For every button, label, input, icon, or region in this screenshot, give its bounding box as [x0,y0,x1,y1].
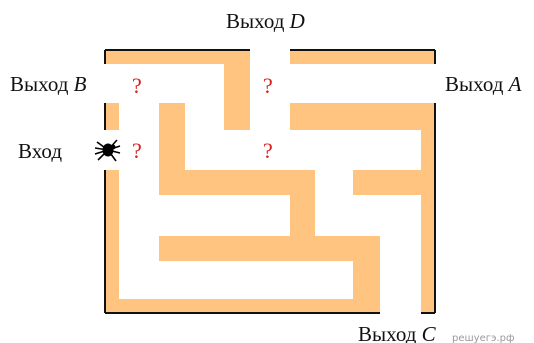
exit-c-label: Выход C [358,322,437,343]
corridor-middle [159,170,315,195]
opening-b [100,64,124,103]
corridor-bottom [105,299,435,313]
exit-a-label: Выход A [445,72,522,96]
corridor-right [421,50,435,313]
question-mark-4: ? [263,138,273,163]
corridor-upper-right [290,103,421,130]
entrance-label: Вход [18,139,62,163]
exit-d-label: Выход D [226,9,305,33]
maze-walls [104,49,436,314]
spider-icon [94,139,121,162]
question-mark-2: ? [263,73,273,98]
corridor-left [105,50,119,313]
corridor-middle-vertical [290,170,315,236]
maze-corridors [100,45,440,318]
question-mark-1: ? [132,73,142,98]
question-mark-3: ? [132,138,142,163]
corridor-top-stub [224,50,250,130]
opening-c [380,294,421,318]
corridor-lower [159,236,380,261]
opening-d [250,45,290,65]
corridor-right-stub [353,170,421,195]
opening-a [416,64,440,103]
exit-b-label: Выход B [10,72,87,96]
corridor-lower-vertical [353,236,380,299]
watermark: решуегэ.рф [452,333,515,343]
